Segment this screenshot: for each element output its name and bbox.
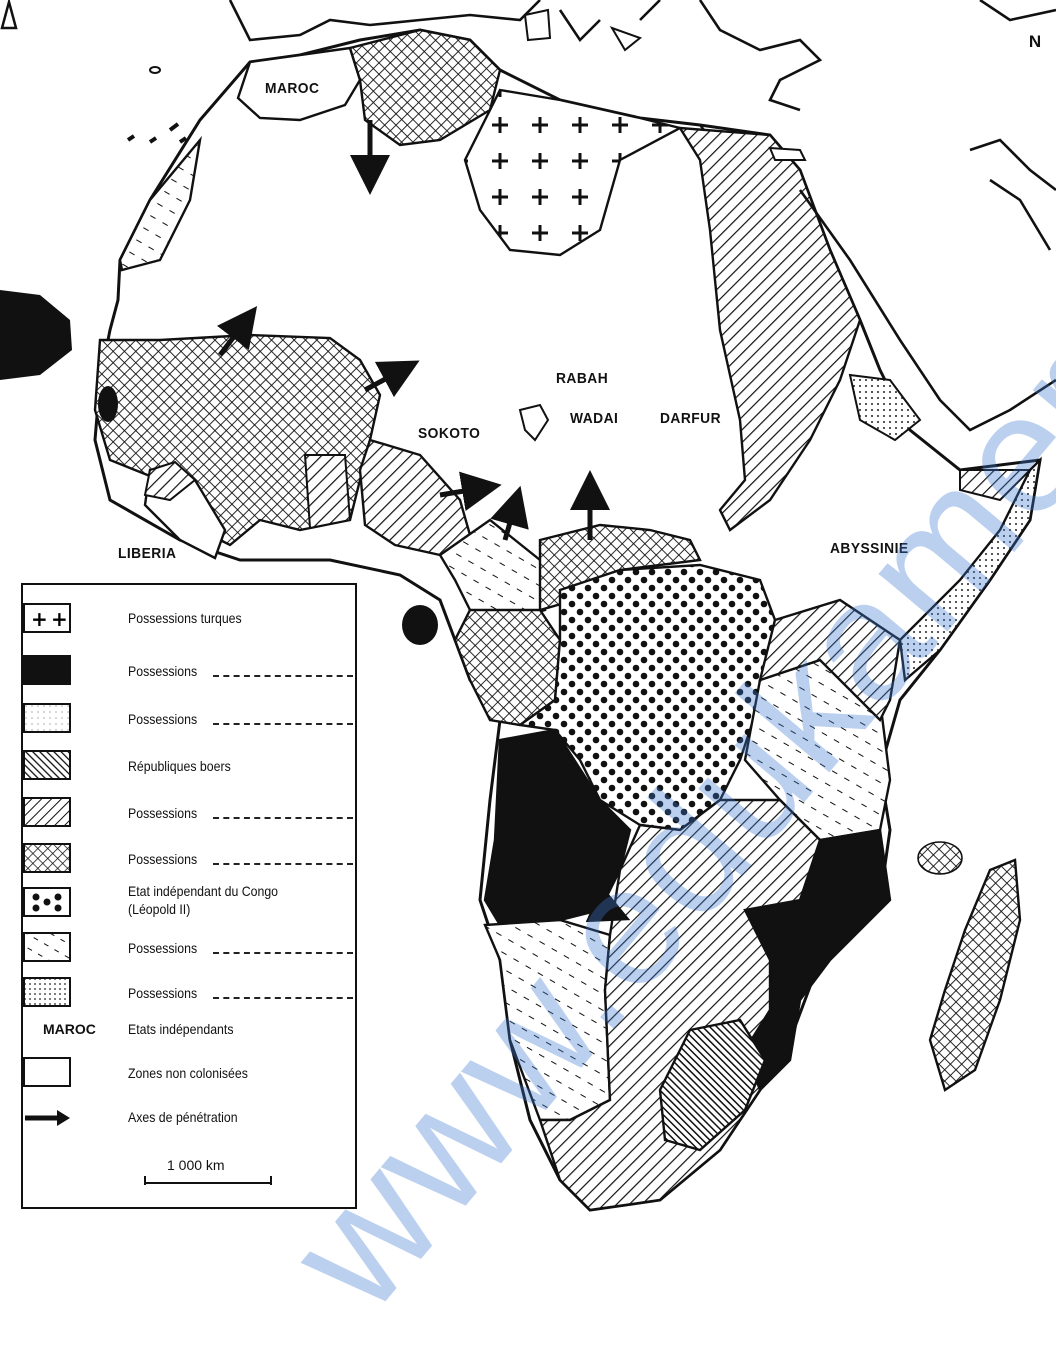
label-darfur: DARFUR [660, 410, 722, 427]
label-sokoto: SOKOTO [418, 425, 481, 442]
swatch-fine [23, 977, 71, 1007]
legend-label-turkish: Possessions turques [128, 610, 242, 626]
scale-label: 1 000 km [167, 1157, 225, 1173]
region-rio-de-oro [118, 135, 202, 272]
legend-label-fine: Possessions [128, 985, 198, 1001]
island-sicily [609, 26, 643, 52]
svg-text:+: + [31, 607, 48, 631]
legend: ++ Possessions turques Possessions Posse… [21, 583, 357, 1209]
region-italian-somaliland [898, 456, 1042, 683]
swatch-stipple [23, 703, 71, 733]
label-liberia: LIBERIA [118, 545, 177, 562]
region-gambia [98, 386, 118, 422]
africa-map-svg [0, 0, 1056, 1212]
legend-label-dashdiag: Possessions [128, 940, 198, 956]
europe-coast [228, 0, 1056, 251]
legend-label-cross: Possessions [128, 851, 198, 867]
arrow-angola-east [583, 885, 631, 923]
legend-blank-cross [213, 863, 353, 865]
arrow-cameroon-north [490, 485, 529, 541]
islands-canary [126, 122, 188, 144]
island-crete [768, 146, 807, 161]
island-madeira [149, 66, 161, 74]
legend-blank-black [213, 675, 353, 677]
legend-label-black: Possessions [128, 663, 198, 679]
legend-key-maroc: MAROC [43, 1021, 96, 1037]
lake-chad [518, 403, 550, 442]
north-arrow-icon [0, 0, 18, 30]
region-algeria [348, 28, 502, 147]
legend-blank-dashdiag [213, 952, 353, 954]
svg-text:+: + [51, 607, 68, 631]
region-british-east-africa [758, 598, 902, 723]
region-eritrea [848, 373, 922, 442]
label-abyssinie: ABYSSINIE [830, 540, 909, 557]
legend-blank-stipple [213, 723, 353, 725]
region-madagascar [928, 858, 1022, 1092]
region-british-somaliland [959, 469, 1033, 502]
region-sierra-leone [143, 460, 197, 502]
arrow-nigeria-east [439, 471, 502, 512]
legend-label-diag: Possessions [128, 805, 198, 821]
swatch-empty [23, 1057, 71, 1087]
island-sardinia [523, 8, 552, 42]
legend-label-congo: Etat indépendant du Congo [128, 883, 279, 899]
region-maroc [236, 46, 362, 122]
arrow-west-north [216, 306, 258, 357]
legend-label-arrow: Axes de pénétration [128, 1109, 238, 1125]
legend-label-congo-2: (Léopold II) [128, 901, 191, 917]
legend-blank-diag [213, 817, 353, 819]
island-cape-verde [0, 290, 72, 380]
swatch-turkish: ++ [23, 603, 71, 633]
region-rhodesia [538, 798, 822, 1212]
swatch-congo [23, 887, 71, 917]
label-maroc: MAROC [265, 80, 320, 97]
region-gold-coast [303, 454, 352, 530]
label-rabah: RABAH [556, 370, 609, 387]
label-wadai: WADAI [570, 410, 619, 427]
legend-label-boers: Républiques boers [128, 758, 231, 774]
region-comoros [917, 841, 963, 875]
north-label: N [1028, 32, 1042, 51]
swatch-cross [23, 843, 71, 873]
legend-label-stipple: Possessions [128, 711, 198, 727]
region-boer-republics [658, 1018, 767, 1152]
arrow-niger [363, 360, 420, 398]
swatch-boers [23, 750, 71, 780]
arabia-coast [798, 189, 1056, 432]
legend-label-empty: Zones non colonisées [128, 1065, 248, 1081]
legend-label-independent: Etats indépendants [128, 1021, 234, 1037]
penetration-arrows [216, 120, 631, 923]
legend-blank-fine [213, 997, 353, 999]
arrow-icon [25, 1110, 70, 1126]
island-fernando-po [402, 605, 438, 645]
region-libya [463, 88, 684, 257]
swatch-diag [23, 797, 71, 827]
scale-bar [144, 1176, 272, 1185]
swatch-black [23, 655, 71, 685]
swatch-dashdiag [23, 932, 71, 962]
